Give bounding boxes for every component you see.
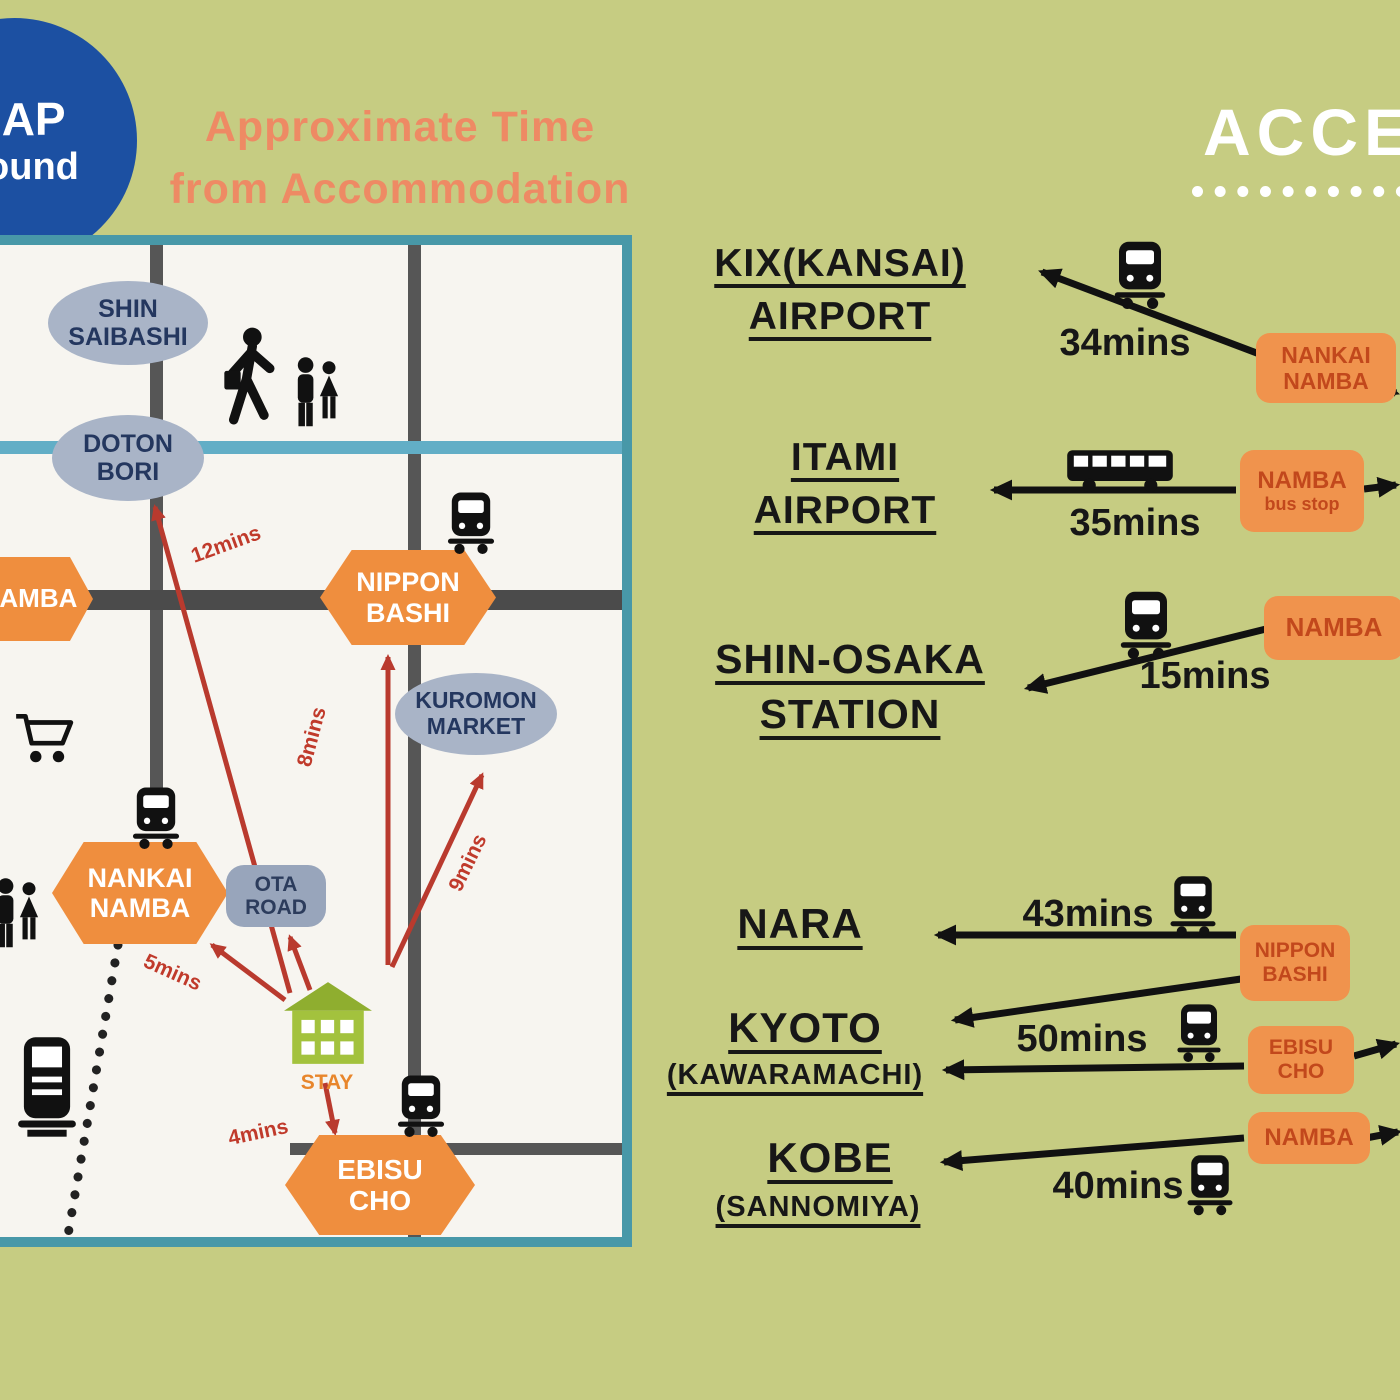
station-nippon-bashi: NIPPON BASHI bbox=[320, 550, 496, 645]
map-panel: 12mins 8mins 9mins 5mins 4mins SHIN SAIB… bbox=[0, 235, 632, 1247]
cloud-doton-bori: DOTON BORI bbox=[52, 415, 204, 501]
station-nankai-namba: NANKAI NAMBA bbox=[52, 842, 228, 944]
origin-badge-label: NANKAI NAMBA bbox=[1281, 341, 1371, 394]
origin-badge-nippon-bashi: NIPPON BASHI bbox=[1240, 925, 1350, 1001]
red-arrow-to-nankai bbox=[209, 943, 287, 1002]
origin-badge-label: NAMBA bbox=[1264, 1124, 1354, 1152]
cloud-kuromon-market: KUROMON MARKET bbox=[395, 673, 557, 755]
origin-badge-namba: NAMBA bbox=[1264, 596, 1400, 660]
walking-person-icon bbox=[224, 327, 275, 425]
page-title: Approximate Time from Accommodation bbox=[169, 103, 631, 213]
origin-badge-label: NAMBA bbox=[1257, 466, 1347, 494]
train-icon bbox=[1170, 876, 1216, 937]
couple-icon bbox=[297, 357, 339, 427]
red-arrow-to-kuromon bbox=[389, 772, 485, 969]
station-namba: NAMBA bbox=[0, 557, 93, 641]
time-kix: 34mins bbox=[1059, 322, 1191, 364]
red-arrow-to-ebisucho bbox=[322, 1082, 340, 1136]
arrow-kobe-stub bbox=[1365, 1125, 1400, 1146]
train-icon bbox=[1114, 241, 1166, 309]
origin-badge-nankai-namba: NANKAI NAMBA bbox=[1256, 333, 1396, 403]
bus-icon bbox=[1067, 450, 1173, 492]
cloud-shin-saibashi: SHIN SAIBASHI bbox=[48, 281, 208, 365]
arrow-shin-osaka bbox=[1023, 624, 1271, 694]
origin-badge-namba-bus-stop: NAMBA bus stop bbox=[1240, 450, 1364, 532]
arrow-kyoto-from-ebisucho bbox=[941, 1059, 1245, 1081]
arrow-kyoto-stub bbox=[1353, 1038, 1400, 1060]
origin-badge-label: NAMBA bbox=[1285, 612, 1383, 643]
time-kobe: 40mins bbox=[1052, 1165, 1184, 1207]
train-icon bbox=[132, 787, 180, 849]
destination-kix-airport: KIX(KANSAI) AIRPORT bbox=[714, 242, 966, 338]
time-kyoto: 50mins bbox=[1016, 1018, 1148, 1060]
ota-road-badge: OTA ROAD bbox=[226, 865, 326, 927]
arrow-itami-stub bbox=[1363, 476, 1400, 498]
arrow-kobe bbox=[939, 1134, 1245, 1172]
shopping-cart-icon bbox=[16, 713, 74, 763]
train-front-icon bbox=[18, 1037, 76, 1137]
destination-kyoto: KYOTO bbox=[728, 1004, 882, 1051]
train-icon bbox=[447, 492, 495, 554]
accommodation-house-icon bbox=[284, 982, 372, 1064]
pedestrians-icon bbox=[0, 878, 39, 948]
train-icon bbox=[1120, 591, 1172, 659]
destination-itami-airport: ITAMI AIRPORT bbox=[753, 436, 937, 532]
destination-nara: NARA bbox=[737, 900, 863, 947]
time-nara: 43mins bbox=[1022, 893, 1154, 935]
arrow-kyoto-from-nipponbashi bbox=[950, 974, 1249, 1028]
origin-badge-label: EBISU CHO bbox=[1268, 1035, 1334, 1083]
road-vertical-west bbox=[150, 245, 163, 800]
access-dotted-underline bbox=[1192, 186, 1400, 197]
destination-kobe-sub: (SANNOMIYA) bbox=[715, 1191, 921, 1223]
time-itami: 35mins bbox=[1069, 502, 1201, 544]
accommodation-label: STAY bbox=[300, 1071, 354, 1094]
arrow-kix bbox=[1038, 268, 1264, 359]
origin-badge-ebisu-cho: EBISU CHO bbox=[1248, 1026, 1354, 1094]
time-shin-osaka: 15mins bbox=[1139, 655, 1271, 697]
station-ebisu-cho: EBISU CHO bbox=[285, 1135, 475, 1235]
destination-shin-osaka: SHIN-OSAKA STATION bbox=[715, 636, 985, 738]
train-icon bbox=[1187, 1155, 1233, 1216]
origin-badge-label: NIPPON BASHI bbox=[1254, 938, 1336, 986]
red-arrow-to-otaroad bbox=[287, 934, 313, 991]
map-around-line2: around bbox=[0, 146, 79, 188]
access-header: ACCESS bbox=[1203, 95, 1400, 169]
train-icon bbox=[1177, 1004, 1221, 1062]
train-icon bbox=[397, 1075, 445, 1137]
origin-badge-sublabel: bus stop bbox=[1264, 494, 1340, 515]
destination-kyoto-sub: (KAWARAMACHI) bbox=[666, 1059, 924, 1091]
dotted-rail-line bbox=[63, 940, 123, 1237]
origin-badge-namba-kobe: NAMBA bbox=[1248, 1112, 1370, 1164]
destination-kobe: KOBE bbox=[767, 1134, 893, 1181]
map-around-line1: MAP bbox=[0, 93, 66, 145]
